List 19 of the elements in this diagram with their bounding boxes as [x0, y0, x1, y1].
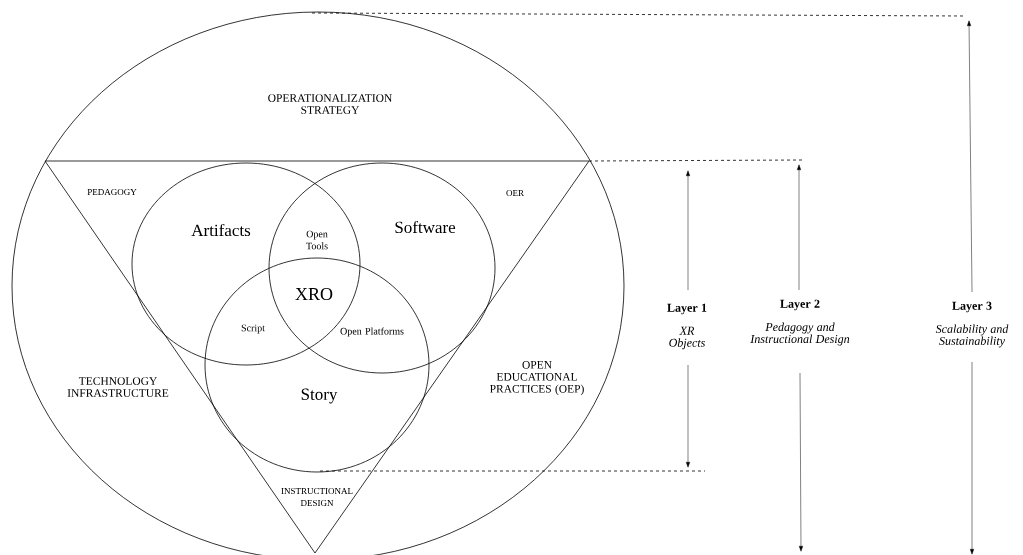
- corner-label: OER: [506, 190, 524, 197]
- region-label: OPEN EDUCATIONAL PRACTICES (OEP): [490, 361, 584, 396]
- intersection-label: Open Platforms: [340, 327, 404, 337]
- intersection-label: XRO: [295, 287, 333, 301]
- layer-title: Layer 2: [780, 299, 820, 311]
- circle-label: Artifacts: [191, 223, 251, 237]
- layer-description: Pedagogy and Instructional Design: [750, 322, 850, 346]
- region-label: TECHNOLOGY INFRASTRUCTURE: [67, 377, 169, 397]
- circle-label: Story: [301, 388, 338, 404]
- layer-title: Layer 1: [667, 303, 707, 315]
- intersection-label: Open Tools: [306, 230, 328, 250]
- layer-description: XR Objects: [669, 326, 705, 350]
- layer-description: Scalability and Sustainability: [935, 324, 1009, 348]
- corner-label: INSTRUCTIONAL DESIGN: [281, 488, 353, 507]
- region-label: OPERATIONALIZATION STRATEGY: [268, 94, 393, 114]
- intersection-label: Script: [241, 324, 265, 334]
- layer-title: Layer 3: [952, 301, 992, 313]
- circle-label: Software: [395, 220, 456, 234]
- corner-label: PEDAGOGY: [87, 189, 137, 196]
